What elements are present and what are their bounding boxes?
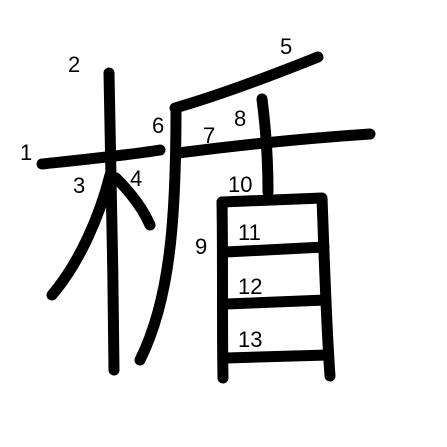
stroke-number-4: 4	[130, 166, 142, 191]
stroke-number-11: 11	[238, 220, 261, 245]
stroke-13	[220, 349, 334, 364]
stroke-number-1: 1	[20, 140, 32, 165]
stroke-number-3: 3	[73, 173, 85, 198]
stroke-number-8: 8	[234, 106, 246, 131]
stroke-3	[46, 169, 116, 301]
stroke-numbers: 1 2 3 4 5 6 7 8 9 10 11 12 13	[20, 34, 292, 352]
stroke-number-6: 6	[152, 113, 164, 138]
stroke-number-10: 10	[228, 172, 252, 197]
stroke-number-7: 7	[203, 123, 215, 148]
stroke-number-9: 9	[195, 234, 207, 259]
stroke-number-12: 12	[238, 274, 262, 299]
stroke-1	[36, 144, 166, 170]
stroke-number-13: 13	[238, 327, 262, 352]
stroke-11	[220, 241, 330, 258]
stroke-9	[216, 196, 229, 384]
stroke-2	[103, 67, 120, 376]
stroke-12	[220, 294, 332, 310]
strokes	[36, 51, 376, 384]
stroke-number-5: 5	[280, 34, 292, 59]
stroke-5	[169, 51, 324, 114]
stroke-number-2: 2	[68, 52, 80, 77]
stroke-7	[172, 128, 376, 159]
stroke-8	[256, 93, 274, 198]
stroke-4	[110, 172, 156, 231]
